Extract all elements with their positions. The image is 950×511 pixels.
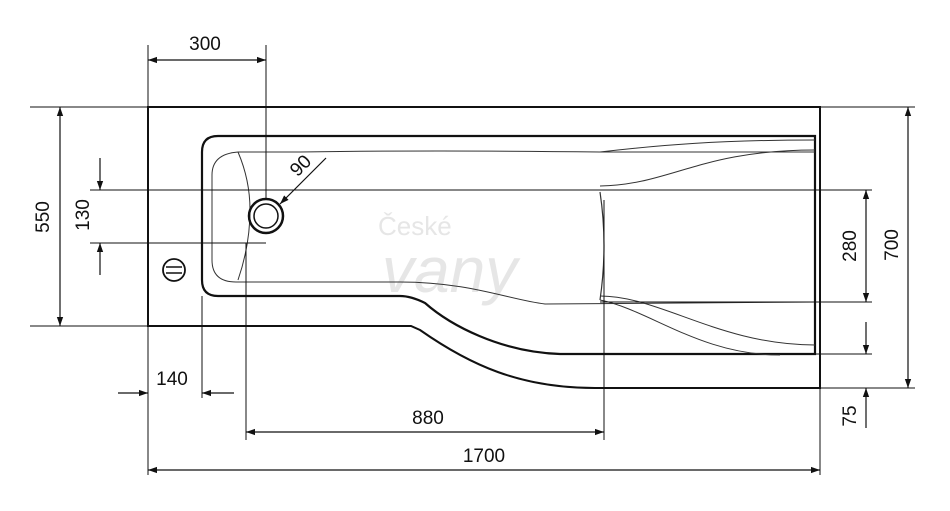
dim-label-550: 550: [33, 201, 54, 233]
dim-label-1700: 1700: [463, 446, 505, 467]
dim-label-90: 90: [286, 151, 316, 181]
dim-label-130: 130: [73, 199, 94, 231]
dim-label-280: 280: [840, 230, 861, 262]
dim-label-880: 880: [412, 408, 444, 429]
dimension-lines: [56, 56, 912, 474]
watermark: České vany: [378, 211, 521, 306]
dim-line-90: [279, 157, 327, 205]
dim-label-300: 300: [189, 34, 221, 55]
tub-inner-rim: [200, 134, 817, 356]
tub-outer-outline: [147, 106, 821, 389]
watermark-line1: České: [378, 211, 452, 241]
drain: [247, 197, 285, 235]
dim-label-700: 700: [882, 229, 903, 261]
back-slope-lower: [599, 295, 816, 356]
overflow: [162, 258, 186, 282]
back-slope-upper: [599, 139, 816, 187]
dim-label-140: 140: [156, 369, 188, 390]
extension-lines: [30, 45, 915, 475]
seat-transition-line: [599, 191, 605, 301]
dim-label-75: 75: [840, 405, 861, 426]
